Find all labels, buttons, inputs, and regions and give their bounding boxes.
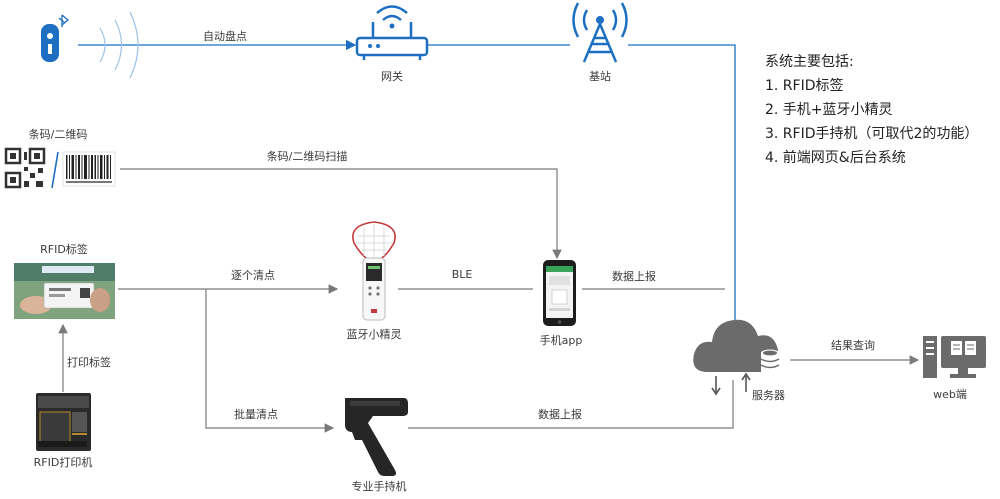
phone-icon bbox=[543, 260, 576, 326]
connectors bbox=[51, 39, 920, 433]
router-icon bbox=[355, 5, 429, 60]
print-tag-label: 打印标签 bbox=[67, 356, 111, 369]
data-upload-label-1: 数据上报 bbox=[612, 270, 656, 283]
ble-label: BLE bbox=[451, 268, 473, 281]
bt-sprite-device bbox=[352, 221, 396, 321]
batch-count-label: 批量清点 bbox=[234, 408, 278, 421]
notes-item-4: 4. 前端网页&后台系统 bbox=[765, 150, 906, 166]
notes-item-3: 3. RFID手持机（可取代2的功能） bbox=[765, 126, 979, 142]
phone-app-label: 手机app bbox=[539, 334, 583, 347]
gateway-label: 网关 bbox=[381, 70, 403, 83]
bt-sprite-label: 蓝牙小精灵 bbox=[346, 328, 402, 341]
item-by-item-label: 逐个清点 bbox=[231, 269, 275, 282]
notes-title: 系统主要包括: bbox=[765, 54, 854, 70]
web-label: web端 bbox=[933, 388, 967, 401]
tower-icon bbox=[572, 2, 628, 63]
result-query-label: 结果查询 bbox=[831, 339, 875, 352]
bluetooth-tag-icon bbox=[41, 11, 139, 79]
barcode-icon bbox=[62, 151, 116, 187]
data-upload-label-2: 数据上报 bbox=[538, 408, 582, 421]
notes-item-1: 1. RFID标签 bbox=[765, 78, 844, 94]
server-label: 服务器 bbox=[752, 389, 785, 402]
cloud-server-icon bbox=[693, 319, 780, 396]
barcode-scan-label: 条码/二维码扫描 bbox=[266, 150, 348, 163]
base-station-label: 基站 bbox=[589, 70, 611, 83]
rfid-printer-label: RFID打印机 bbox=[33, 456, 93, 469]
computer-icon bbox=[923, 336, 986, 378]
printer-icon bbox=[36, 393, 91, 451]
qr-code-icon bbox=[4, 147, 46, 189]
handheld-icon bbox=[345, 398, 408, 476]
rfid-tag-label: RFID标签 bbox=[40, 243, 88, 256]
barcode-qr-label: 条码/二维码 bbox=[28, 128, 88, 141]
rfid-card-photo bbox=[14, 263, 115, 319]
auto-inventory-label: 自动盘点 bbox=[203, 30, 247, 43]
handheld-label: 专业手持机 bbox=[351, 480, 407, 493]
notes-item-2: 2. 手机+蓝牙小精灵 bbox=[765, 102, 893, 118]
